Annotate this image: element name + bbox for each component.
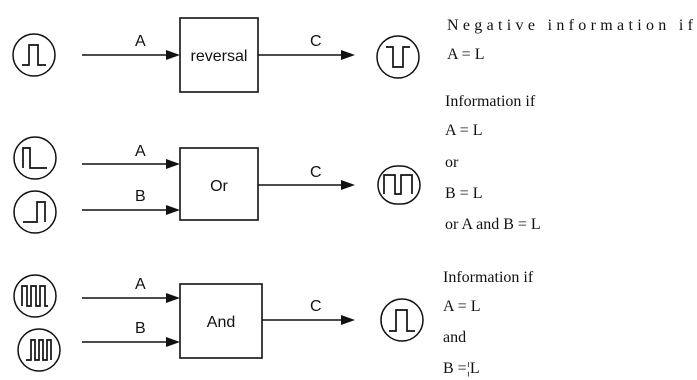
svg-text:Information if: Information if xyxy=(443,269,534,286)
input-b-label: B xyxy=(135,188,146,205)
inverted-pulse-icon xyxy=(386,46,410,68)
reversal-gate xyxy=(179,17,259,93)
output-c-label: C xyxy=(310,298,322,315)
double-pulse-icon xyxy=(383,174,413,195)
svg-text:A = L: A = L xyxy=(445,122,482,139)
svg-text:Negative information if: Negative information if xyxy=(447,17,694,34)
svg-text:Information if: Information if xyxy=(445,93,536,110)
input-a-signal xyxy=(12,33,56,77)
output-c-signal xyxy=(380,298,424,342)
svg-text:or: or xyxy=(445,154,459,171)
output-c-label: C xyxy=(310,33,322,50)
input-a-label: A xyxy=(135,33,146,50)
reversal-gate-row: A reversal C Negative information if A =… xyxy=(12,17,694,93)
reversal-description: Negative information if A = L xyxy=(447,17,694,63)
input-b-signal xyxy=(13,190,57,234)
and-gate-label: And xyxy=(207,314,235,331)
input-b-signal xyxy=(17,328,61,372)
input-a-signal xyxy=(13,136,57,180)
reversal-gate-label: reversal xyxy=(191,48,248,65)
input-a-signal xyxy=(13,274,57,318)
pulse-train-icon xyxy=(26,339,52,361)
pulse-icon xyxy=(22,44,46,66)
svg-text:B = L: B = L xyxy=(445,185,482,202)
and-description: Information if A = L and B =¦L xyxy=(443,269,534,377)
svg-text:A = L: A = L xyxy=(447,46,484,63)
and-gate xyxy=(179,283,263,359)
svg-text:A = L: A = L xyxy=(443,298,480,315)
or-gate-row: A B Or C Information if A = L or B = L o… xyxy=(13,93,541,234)
output-c-label: C xyxy=(310,164,322,181)
or-gate-label: Or xyxy=(210,178,228,195)
input-a-label: A xyxy=(135,143,146,160)
and-gate-row: A B And C Information if A = L and B =¦L xyxy=(13,269,534,377)
pulse-icon xyxy=(389,309,415,332)
svg-text:B =¦L: B =¦L xyxy=(443,360,480,377)
early-pulse-icon xyxy=(22,147,47,169)
late-pulse-icon xyxy=(23,201,46,223)
input-b-label: B xyxy=(135,320,146,337)
svg-text:or A and B = L: or A and B = L xyxy=(445,216,541,233)
svg-text:and: and xyxy=(443,329,466,346)
output-c-signal xyxy=(376,35,420,79)
or-description: Information if A = L or B = L or A and B… xyxy=(445,93,541,233)
pulse-train-icon xyxy=(21,285,48,307)
input-a-label: A xyxy=(135,276,146,293)
output-c-signal xyxy=(377,165,421,205)
or-gate xyxy=(179,147,259,221)
